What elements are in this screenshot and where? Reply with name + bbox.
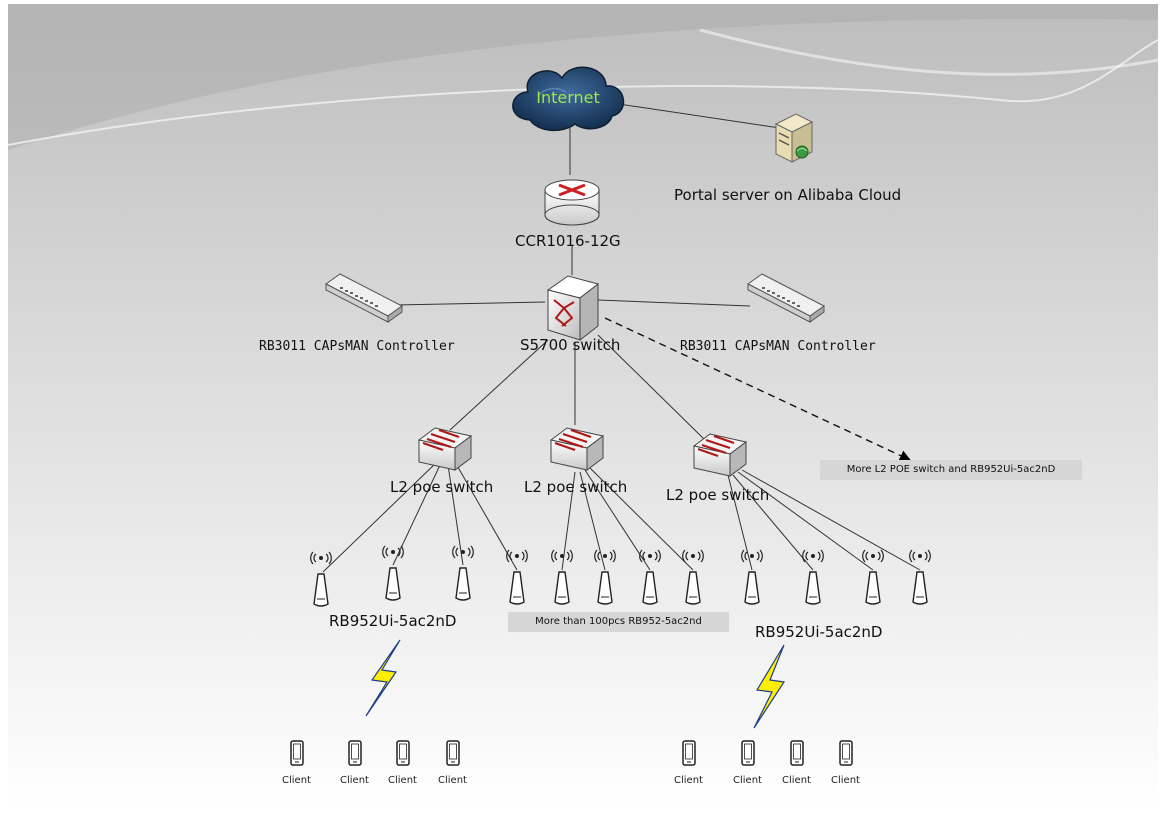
phone-icon (790, 740, 804, 766)
phone-icon (396, 740, 410, 766)
client-label: Client (674, 775, 703, 786)
router-icon (544, 179, 600, 226)
server-icon (774, 113, 814, 163)
client-label: Client (733, 775, 762, 786)
client-label: Client (388, 775, 417, 786)
client-label: Client (438, 775, 467, 786)
phone-icon (741, 740, 755, 766)
phone-icon (348, 740, 362, 766)
portal-server-label: Portal server on Alibaba Cloud (674, 186, 902, 204)
wireless-lightning-right-icon (753, 644, 786, 729)
dashed-arrow (604, 317, 912, 461)
connection-lines (322, 102, 921, 573)
ap-label-right: RB952Ui-5ac2nD (755, 623, 883, 641)
client-label: Client (831, 775, 860, 786)
phone-icon (839, 740, 853, 766)
wireless-lightning-left-icon (365, 639, 401, 717)
core-switch-icon (546, 275, 600, 342)
client-label: Client (782, 775, 811, 786)
l2-switch-3-label: L2 poe switch (666, 486, 770, 504)
diagram-background (8, 4, 1158, 810)
phone-icon (682, 740, 696, 766)
capsman-left-label: RB3011 CAPsMAN Controller (259, 339, 455, 354)
internet-label: Internet (536, 88, 600, 107)
client-label: Client (340, 775, 369, 786)
more-switches-note: More L2 POE switch and RB952Ui-5ac2nD (820, 460, 1082, 480)
router-label: CCR1016-12G (515, 232, 621, 250)
l2-switch-3-icon (692, 432, 748, 478)
ap-count-note: More than 100pcs RB952-5ac2nd (508, 612, 729, 632)
core-switch-label: S5700 switch (520, 336, 621, 354)
phone-icon (290, 740, 304, 766)
phone-icon (446, 740, 460, 766)
client-label: Client (282, 775, 311, 786)
capsman-right-label: RB3011 CAPsMAN Controller (680, 339, 876, 354)
ap-label-left: RB952Ui-5ac2nD (329, 612, 457, 630)
l2-switch-1-label: L2 poe switch (390, 478, 494, 496)
internet-cloud-icon (512, 66, 625, 132)
l2-switch-2-label: L2 poe switch (524, 478, 628, 496)
l2-switch-2-icon (549, 426, 605, 472)
l2-switch-1-icon (417, 426, 473, 472)
